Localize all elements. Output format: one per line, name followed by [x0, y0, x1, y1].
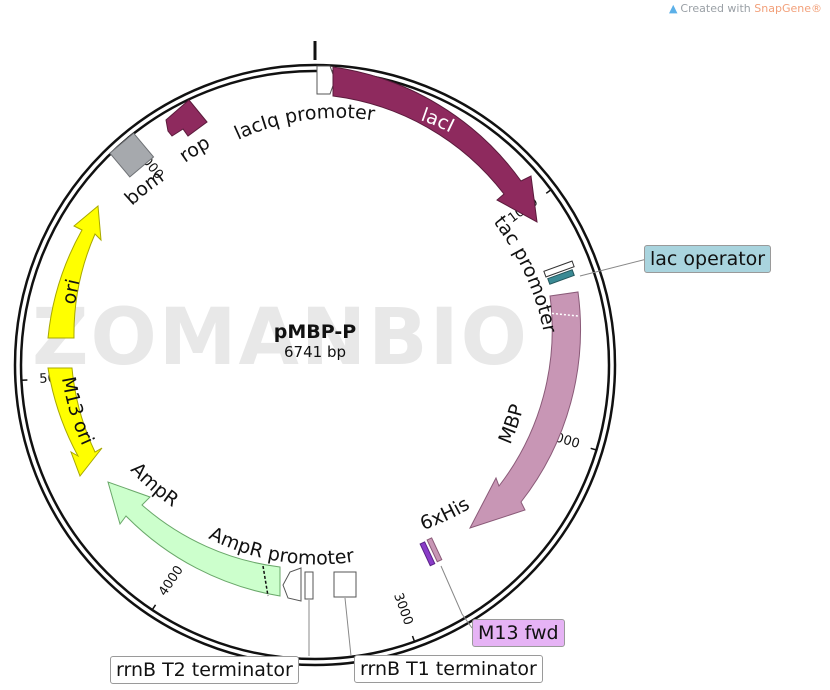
- rop-feature[interactable]: [165, 99, 208, 137]
- M13-ori-feature[interactable]: [47, 367, 103, 478]
- ori-label: ori: [58, 277, 84, 306]
- MBP-feature[interactable]: [468, 291, 582, 529]
- rrnB-T2-feature[interactable]: [304, 571, 314, 600]
- backbone-inner-ring: [19, 69, 611, 661]
- m13-fwd-leader: [440, 565, 473, 629]
- tick-mark-3000: [411, 635, 416, 642]
- rop-label: rop: [175, 132, 214, 167]
- rrnb-t1-leader: [344, 597, 352, 657]
- AmpR-promoter-feature[interactable]: [282, 567, 302, 602]
- MBP-label: MBP: [494, 402, 528, 447]
- plasmid-size: 6741 bp: [284, 343, 346, 361]
- 6xHis-feature[interactable]: [426, 537, 443, 563]
- tick-label-4000: 4000: [156, 563, 187, 599]
- snapgene-logo-icon: ▲: [668, 2, 678, 15]
- tick-mark-4000: [151, 604, 157, 611]
- tick-label-3000: 3000: [390, 591, 415, 627]
- backbone-outer-ring: [13, 63, 617, 667]
- lac-operator-callout[interactable]: lac operator: [644, 245, 772, 273]
- lac-operator-leader: [579, 258, 648, 277]
- bom-feature[interactable]: [109, 132, 155, 178]
- plasmid-name: pMBP-P: [274, 321, 356, 343]
- lacI-feature[interactable]: [332, 66, 538, 223]
- AmpR-dotted-marker: [262, 565, 269, 597]
- watermark-text: ZOMANBIO: [32, 293, 529, 383]
- MBP-6xHis-boundary: [547, 312, 579, 317]
- m13-fwd-callout[interactable]: M13 fwd: [472, 619, 565, 647]
- lacIq-promoter-label: lacIq promoter: [231, 101, 376, 145]
- ori-feature[interactable]: [47, 205, 102, 339]
- rrnb-t2-callout[interactable]: rrnB T2 terminator: [110, 656, 299, 684]
- rrnb-t1-callout[interactable]: rrnB T1 terminator: [354, 655, 543, 683]
- rrnB-T1-feature[interactable]: [333, 571, 357, 598]
- snapgene-credit[interactable]: ▲Created with SnapGene®: [668, 2, 822, 15]
- tick-mark-1000: [545, 189, 552, 194]
- lac-operator-feature[interactable]: [543, 260, 575, 285]
- AmpR-feature[interactable]: [107, 481, 281, 597]
- M13-fwd-feature[interactable]: [419, 541, 436, 567]
- tick-mark-2000: [590, 447, 597, 451]
- 6xHis-label: 6xHis: [417, 493, 473, 535]
- lacIq-promoter-feature[interactable]: [316, 65, 336, 95]
